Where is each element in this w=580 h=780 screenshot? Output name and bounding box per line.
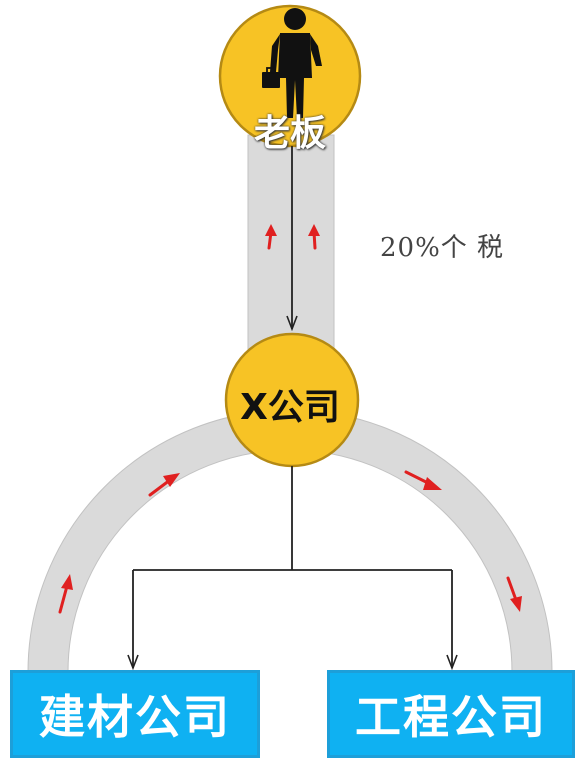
vertical-channel — [247, 134, 335, 351]
flow-arrow-right-arc-lower — [506, 576, 522, 612]
flow-arrow-left-arc-lower — [58, 574, 73, 614]
flow-arrow-up-left — [265, 224, 277, 250]
engineering-company-label: 工程公司 — [355, 690, 547, 744]
flow-arrow-left-arc-upper — [148, 473, 180, 497]
flow-arrow-right-arc-upper — [404, 470, 442, 490]
tax-annotation: 20%个 税 — [380, 233, 505, 263]
businessman-with-briefcase-icon — [262, 8, 322, 118]
x-company-label: X公司 — [240, 387, 340, 428]
building-materials-company-label: 建材公司 — [39, 690, 231, 744]
boss-label: 老板 — [253, 113, 326, 154]
flow-arrow-up-right — [308, 224, 320, 250]
engineering-company-box: 工程公司 — [327, 670, 575, 758]
arc-channel — [27, 409, 553, 673]
building-materials-company-box: 建材公司 — [10, 670, 260, 758]
